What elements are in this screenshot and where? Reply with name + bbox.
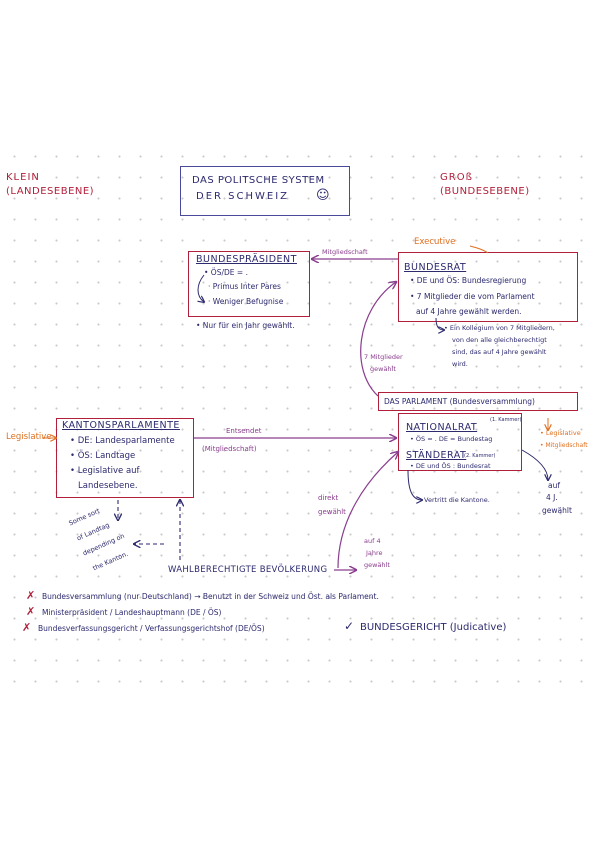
auf4-label-1: auf 4 — [364, 537, 381, 545]
mitgliedschaft-right-label: • Mitgliedschaft — [540, 442, 588, 449]
legislative-right-label: • Legislative — [540, 429, 581, 437]
gross-label: GROß — [440, 172, 473, 183]
auf4j-line-1: auf — [548, 481, 560, 490]
staenderat-line: • DE und ÖS : Bundesrat — [410, 462, 491, 470]
bp-curve-arrow — [198, 274, 204, 302]
entsendet-label: Entsendet — [226, 427, 262, 435]
auf4j-line-3: gewählt — [542, 506, 572, 515]
sieben-mitglieder-label: 7 Mitglieder — [364, 353, 403, 361]
note-x1: Bundesversammlung (nur Deutschland) → Be… — [42, 592, 379, 601]
bundesrat-note-3: sind, das auf 4 Jahre gewählt — [452, 348, 547, 356]
auf4j-arrow — [521, 449, 548, 480]
title-line-1: DAS POLITSCHE SYSTEM — [192, 175, 325, 186]
mitgliedschaft-label: Mitgliedschaft — [322, 248, 368, 256]
x-mark-icon: ✗ — [26, 605, 36, 618]
klein-label: KLEIN — [6, 172, 40, 183]
bundesrat-note-1: • Ein Kollegium von 7 Mitgliedern, — [444, 324, 555, 332]
kantonsparlamente-box — [56, 418, 194, 498]
kantonsparlamente-line-4: Landesebene. — [78, 481, 138, 491]
dot-grid-background — [0, 140, 599, 695]
bundesrat-note-2: von den alle gleichberechtigt — [452, 336, 547, 344]
staenderat-note: Vertritt die Kantone. — [424, 496, 490, 504]
bundespraesident-note: • Nur für ein Jahr gewählt. — [196, 321, 295, 330]
parlament-title: DAS PARLAMENT (Bundesversammlung) — [384, 397, 535, 406]
bundesebene-label: (BUNDESEBENE) — [440, 186, 530, 197]
nationalrat-box — [398, 413, 522, 471]
parlament-to-bundesrat-arrow — [360, 282, 396, 397]
nationalrat-title: NATIONALRAT — [406, 422, 478, 433]
bundespraesident-line-1: • ÖS/DE = . — [204, 268, 248, 277]
nationalrat-line: • ÖS = . DE = Bundestag — [410, 435, 493, 443]
mitgliedschaft2-label: (Mitgliedschaft) — [202, 445, 257, 453]
note-x3: Bundesverfassungsgericht / Verfassungsge… — [38, 624, 265, 633]
note-x2: Ministerpräsident / Landeshauptmann (DE … — [42, 608, 222, 617]
direkt-label: direkt — [318, 494, 339, 502]
auf4j-line-2: 4 J. — [546, 493, 558, 502]
bundespraesident-box — [188, 251, 310, 317]
kantonsparlamente-line-2: • ÖS: Landtage — [70, 451, 136, 461]
bundesrat-note-4: wird. — [452, 360, 468, 368]
kantonsparlamente-line-1: • DE: Landesparlamente — [70, 436, 175, 446]
direkt-arrow — [337, 452, 398, 569]
executive-label: Executive — [414, 237, 456, 247]
x-mark-icon: ✗ — [26, 589, 36, 602]
nationalrat-sup: (1. Kammer) — [490, 417, 522, 423]
sieben-gewaehlt-label: gewählt — [370, 365, 396, 373]
executive-arrow — [469, 245, 489, 254]
bundespraesident-line-3: · Weniger Befugnise — [208, 297, 284, 306]
bundesrat-line-1: • DE und ÖS: Bundesregierung — [410, 276, 527, 285]
bundespraesident-title: BUNDESPRÄSIDENT — [196, 254, 297, 265]
title-box — [180, 166, 350, 216]
kantonsparlamente-line-3: • Legislative auf — [70, 466, 140, 476]
bundesrat-title: BUNDESRAT — [404, 262, 467, 273]
bundesgericht-label: BUNDESGERICHT (Judicative) — [360, 622, 507, 633]
bevoelkerung-label: WAHLBERECHTIGTE BEVÖLKERUNG — [168, 565, 328, 575]
x-mark-icon: ✗ — [22, 621, 32, 634]
auf4-label-2: Jahre — [366, 549, 383, 557]
title-line-2: DER SCHWEIZ — [196, 191, 290, 202]
direkt-gewaehlt-label: gewählt — [318, 508, 346, 516]
auf4-label-3: gewählt — [364, 561, 390, 569]
smiley-icon: ☺ — [316, 188, 330, 203]
parlament-box — [378, 392, 578, 411]
bundesrat-line-3: auf 4 Jahre gewählt werden. — [416, 307, 522, 316]
landesebene-label: (LANDESEBENE) — [6, 186, 95, 197]
bundesrat-line-2: • 7 Mitglieder die vom Parlament — [410, 292, 535, 301]
kantonsparlamente-title: KANTONSPARLAMENTE — [62, 420, 180, 431]
legislative-left-label: Legislative — [6, 432, 52, 442]
bundesrat-note-arrow — [435, 317, 444, 330]
staenderat-sup: (2. Kammer) — [464, 453, 496, 459]
bundespraesident-line-2: · Primus Inter Pares — [208, 282, 281, 291]
staenderat-note-arrow — [407, 469, 422, 500]
staenderat-title: STÄNDERAT — [406, 450, 467, 461]
check-mark-icon: ✓ — [344, 619, 355, 633]
